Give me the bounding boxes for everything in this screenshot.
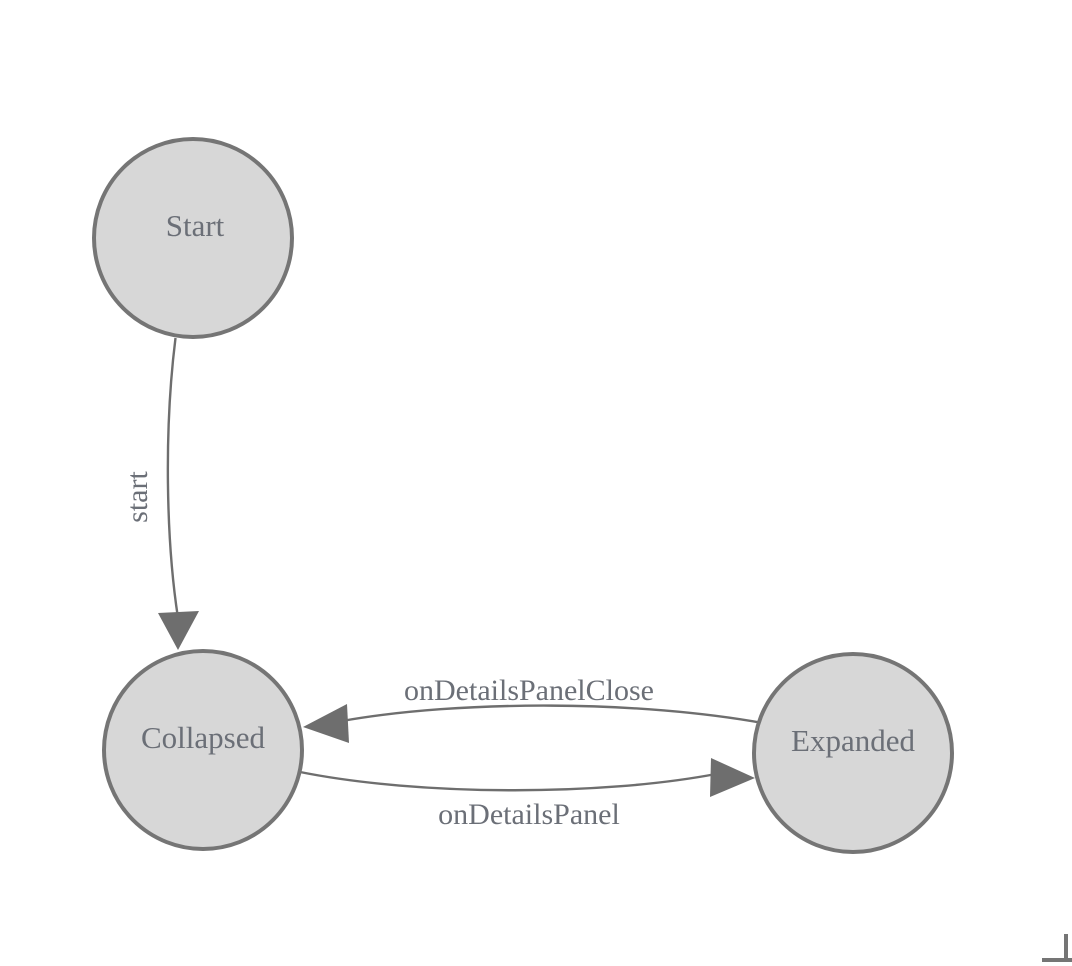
arrowhead-icon-expanded-to-collapsed [303,704,349,743]
corner-bracket-vertical [1064,934,1068,962]
corner-bracket-horizontal [1042,958,1072,962]
edge-path-expanded-to-collapsed [341,704,769,726]
edge-path-collapsed-to-expanded [299,770,717,792]
node-start-circle [92,137,294,339]
node-collapsed[interactable]: Collapsed [102,649,304,851]
edge-path-start-to-collapsed [166,337,180,619]
edge-expanded-to-collapsed[interactable]: onDetailsPanelClose [303,674,769,743]
edge-label-on-details-panel: onDetailsPanel [438,798,620,831]
node-expanded-label: Expanded [791,723,915,758]
corner-bracket-mark [1042,934,1072,962]
arrowhead-icon-start-to-collapsed [158,611,199,650]
node-collapsed-circle [102,649,304,851]
node-start-label: Start [166,208,225,243]
edge-label-start: start [121,471,154,523]
edge-label-on-details-panel-close: onDetailsPanelClose [404,674,654,707]
node-collapsed-label: Collapsed [141,720,265,755]
arrowhead-icon-collapsed-to-expanded [710,758,755,797]
node-expanded[interactable]: Expanded [752,652,954,854]
edge-collapsed-to-expanded[interactable]: onDetailsPanel [299,758,755,831]
edge-start-to-collapsed[interactable]: start [121,337,199,650]
node-start[interactable]: Start [92,137,294,339]
node-expanded-circle [752,652,954,854]
